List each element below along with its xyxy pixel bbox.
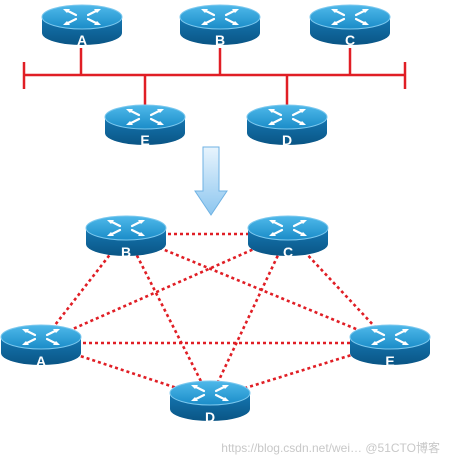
router-label: D (205, 409, 215, 425)
mesh-link-b-d (124, 233, 212, 400)
router-label: A (36, 353, 46, 369)
router-top-a: A (40, 3, 124, 48)
down-arrow-icon (194, 146, 228, 216)
router-top-c: C (308, 3, 392, 48)
mesh-topology: B C A E D (0, 214, 432, 425)
router-mesh-a: A (0, 323, 83, 369)
bus-line (22, 48, 407, 106)
router-label: E (140, 132, 149, 148)
bus-topology: A B C E D (22, 3, 407, 148)
router-top-b: B (178, 3, 262, 48)
router-mesh-c: C (246, 214, 330, 260)
router-label: B (215, 32, 225, 48)
mesh-link-c-d (208, 233, 290, 400)
router-label: A (77, 32, 87, 48)
router-mesh-e: E (348, 323, 432, 369)
router-label: B (121, 244, 131, 260)
router-label: C (283, 244, 293, 260)
mesh-links (39, 232, 391, 401)
router-top-d: D (245, 103, 329, 148)
watermark: https://blog.csdn.net/wei… @51CTO博客 (221, 441, 440, 455)
router-top-e: E (103, 103, 187, 148)
router-label: E (385, 353, 394, 369)
router-mesh-b: B (84, 214, 168, 260)
router-label: C (345, 32, 355, 48)
router-label: D (282, 132, 292, 148)
router-mesh-d: D (168, 379, 252, 425)
mesh-link-a-c (40, 232, 289, 345)
